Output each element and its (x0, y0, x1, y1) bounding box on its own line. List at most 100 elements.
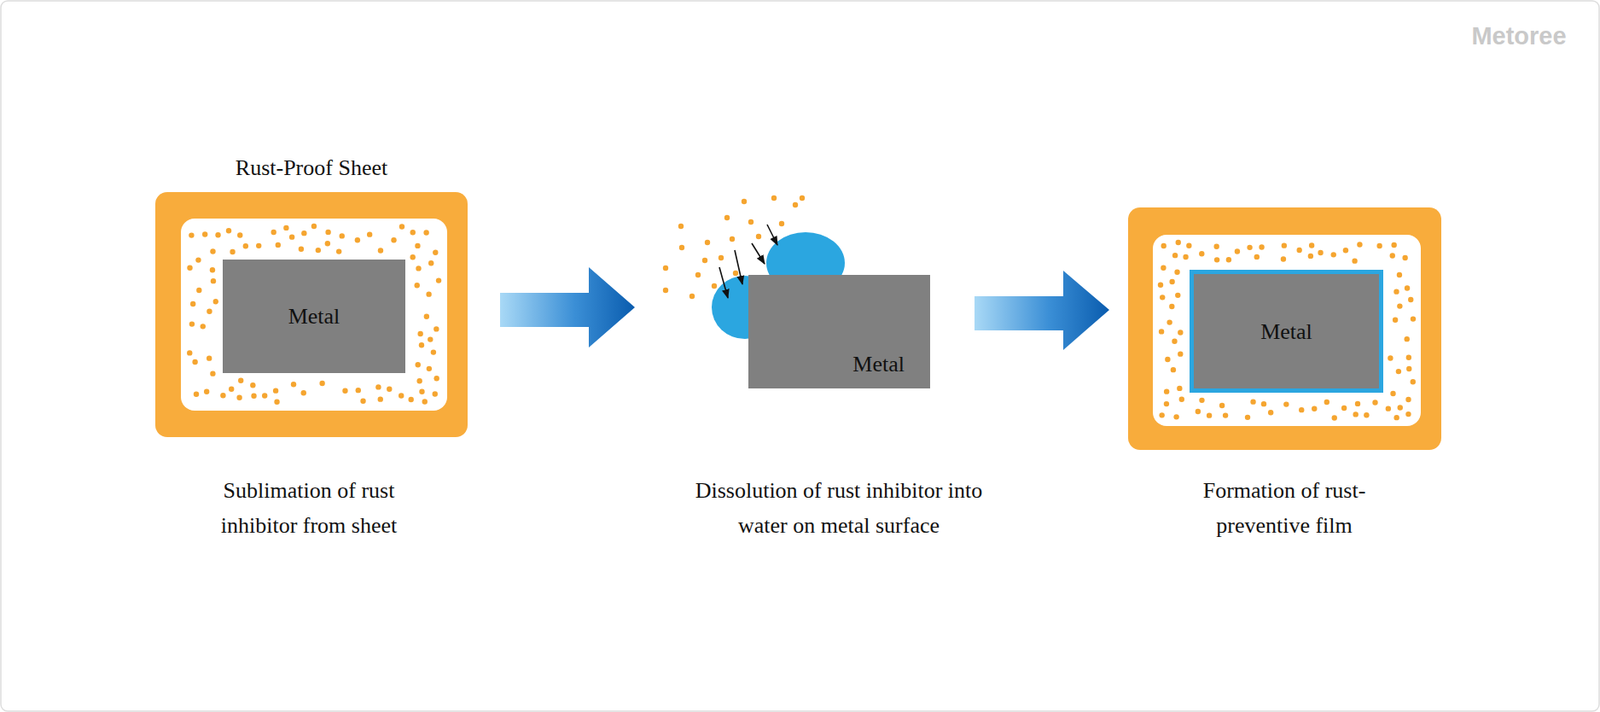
inhibitor-particle (206, 308, 212, 315)
inhibitor-particle (1283, 401, 1289, 407)
inhibitor-particle (702, 257, 708, 263)
inhibitor-particle (1179, 396, 1185, 402)
inhibitor-particle (423, 229, 429, 235)
inhibitor-particle (415, 361, 421, 367)
inhibitor-particle (196, 287, 202, 293)
inhibitor-particle (432, 250, 438, 256)
inhibitor-particle (190, 301, 196, 307)
inhibitor-particle (336, 248, 342, 254)
inhibitor-particle (1163, 388, 1170, 394)
inhibitor-particle (1405, 411, 1411, 417)
inhibitor-particle (375, 384, 381, 390)
inhibitor-particle (1393, 288, 1399, 294)
inhibitor-particle (206, 354, 212, 361)
inhibitor-particle (410, 254, 416, 260)
part-label: Metal (288, 302, 341, 331)
process-arrow (974, 270, 1110, 350)
inhibitor-particle (433, 375, 439, 381)
inhibitor-particle (427, 336, 433, 342)
inhibitor-particle (741, 198, 747, 204)
inhibitor-particle (1390, 390, 1396, 396)
part-label: Metal (852, 350, 905, 379)
inhibitor-particle (704, 239, 710, 245)
inhibitor-particle (236, 395, 242, 401)
inhibitor-particle (436, 277, 442, 283)
inhibitor-particle (386, 385, 392, 391)
inhibitor-particle (1222, 412, 1228, 418)
inhibitor-particle (342, 388, 348, 394)
inhibitor-particle (243, 243, 249, 249)
inhibitor-particle (1341, 405, 1347, 411)
inhibitor-particle (378, 395, 384, 402)
inhibitor-particle (1173, 413, 1179, 419)
inhibitor-particle (210, 278, 216, 284)
inhibitor-particle (195, 256, 201, 262)
inhibitor-particle (186, 264, 192, 270)
inhibitor-particle (433, 325, 439, 332)
inhibitor-particle (301, 230, 307, 236)
inhibitor-particle (1159, 294, 1165, 300)
inhibitor-particle (1406, 354, 1412, 361)
inhibitor-particle (1169, 279, 1175, 285)
inhibitor-particle (1317, 250, 1323, 256)
inhibitor-particle (1390, 242, 1397, 248)
inhibitor-particle (428, 260, 434, 266)
inhibitor-particle (678, 223, 684, 229)
inhibitor-particle (663, 265, 669, 271)
inhibitor-particle (228, 386, 234, 392)
inhibitor-particle (1158, 412, 1164, 418)
inhibitor-particle (378, 247, 384, 253)
metal-block: Metal (222, 259, 406, 373)
inhibitor-particle (417, 331, 423, 337)
sheet-heading: Rust-Proof Sheet (235, 154, 388, 182)
inhibitor-particle (1195, 408, 1201, 414)
diffusion-arrow (767, 224, 778, 245)
inhibitor-particle (250, 382, 256, 388)
inhibitor-particle (213, 298, 219, 304)
rust-proof-sheet: MetalRust-Proof Sheet (155, 192, 468, 437)
inhibitor-particle (1258, 244, 1264, 250)
sheet-interior (1152, 234, 1421, 426)
inhibitor-particle (209, 267, 216, 273)
inhibitor-particle (1161, 243, 1167, 249)
inhibitor-particle (325, 240, 331, 246)
inhibitor-particle (390, 237, 396, 243)
inhibitor-particle (1390, 252, 1396, 258)
inhibitor-particle (1410, 315, 1416, 321)
metal-block: Metal (748, 274, 931, 389)
inhibitor-particle (192, 359, 198, 365)
inhibitor-particle (215, 232, 221, 238)
inhibitor-particle (200, 323, 206, 329)
inhibitor-particle (1343, 247, 1349, 253)
inhibitor-particle (1166, 319, 1172, 325)
inhibitor-particle (1176, 385, 1182, 391)
inhibitor-particle (261, 392, 268, 398)
inhibitor-particle (1206, 412, 1212, 418)
inhibitor-particle (325, 229, 331, 235)
inhibitor-particle (1309, 242, 1315, 248)
inhibitor-particle (1332, 414, 1338, 420)
inhibitor-particle (416, 378, 422, 384)
inhibitor-particle (1213, 244, 1219, 250)
inhibitor-particle (1186, 243, 1192, 249)
inhibitor-particle (1234, 248, 1240, 254)
inhibitor-particle (186, 349, 192, 355)
inhibitor-particle (430, 349, 437, 355)
diffusion-arrow (751, 243, 765, 264)
step-caption: Sublimation of rust inhibitor from sheet (189, 472, 429, 543)
inhibitor-particle (189, 320, 195, 326)
inhibitor-particle (1160, 265, 1166, 271)
inhibitor-particle (1171, 338, 1177, 344)
inhibitor-particle (273, 399, 280, 405)
inhibitor-particle (237, 232, 243, 238)
inhibitor-particle (1351, 257, 1357, 263)
sheet-interior (180, 218, 448, 411)
inhibitor-particle (689, 293, 695, 299)
inhibitor-particle (410, 229, 416, 235)
inhibitor-particle (1245, 414, 1251, 420)
inhibitor-particle (273, 387, 279, 393)
inhibitor-particle (1174, 269, 1180, 275)
inhibitor-particle (418, 389, 425, 395)
